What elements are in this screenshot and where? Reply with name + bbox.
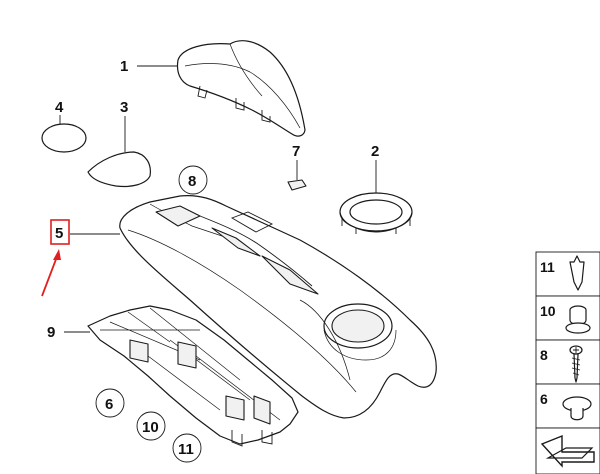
circled-8: [178, 165, 208, 195]
circled-10: [136, 411, 166, 441]
callout-4: 4: [55, 99, 64, 116]
callout-9: 9: [47, 324, 55, 341]
legend-11: 11: [535, 251, 600, 297]
circled-6: [95, 388, 125, 418]
part-2-ring[interactable]: [339, 192, 413, 234]
circled-6-label: 6: [105, 396, 113, 413]
legend-11-label: 11: [540, 259, 555, 275]
callout-1: 1: [120, 58, 128, 75]
legend-6-label: 6: [540, 391, 548, 407]
legend-10: 10: [535, 295, 600, 341]
red-arrow-icon: [41, 249, 61, 297]
part-9-base-frame[interactable]: [87, 305, 299, 447]
callout-3: 3: [120, 99, 128, 116]
push-nut-icon: [569, 255, 585, 291]
circled-8-label: 8: [188, 173, 196, 190]
part-5-center-console[interactable]: [119, 195, 437, 419]
callout-5: 5: [55, 225, 63, 242]
legend-8: 8: [535, 339, 600, 385]
screw-icon: [569, 345, 583, 383]
legend-folded-page: [535, 427, 600, 474]
part-4-disc[interactable]: [41, 123, 87, 153]
part-7-clip[interactable]: [287, 179, 307, 191]
callout-7: 7: [292, 143, 300, 160]
part-3-insert[interactable]: [87, 151, 151, 188]
legend-8-label: 8: [540, 347, 548, 363]
legend-6: 6: [535, 383, 600, 429]
callout-5-highlight-box: [50, 219, 70, 245]
grommet-icon: [565, 305, 591, 334]
circled-10-label: 10: [142, 419, 159, 436]
clip-icon: [562, 396, 592, 421]
legend-10-label: 10: [540, 303, 556, 319]
circled-11-label: 11: [178, 441, 194, 458]
callout-2: 2: [371, 143, 379, 160]
circled-11: [172, 433, 202, 463]
part-1-armrest[interactable]: [176, 40, 306, 137]
